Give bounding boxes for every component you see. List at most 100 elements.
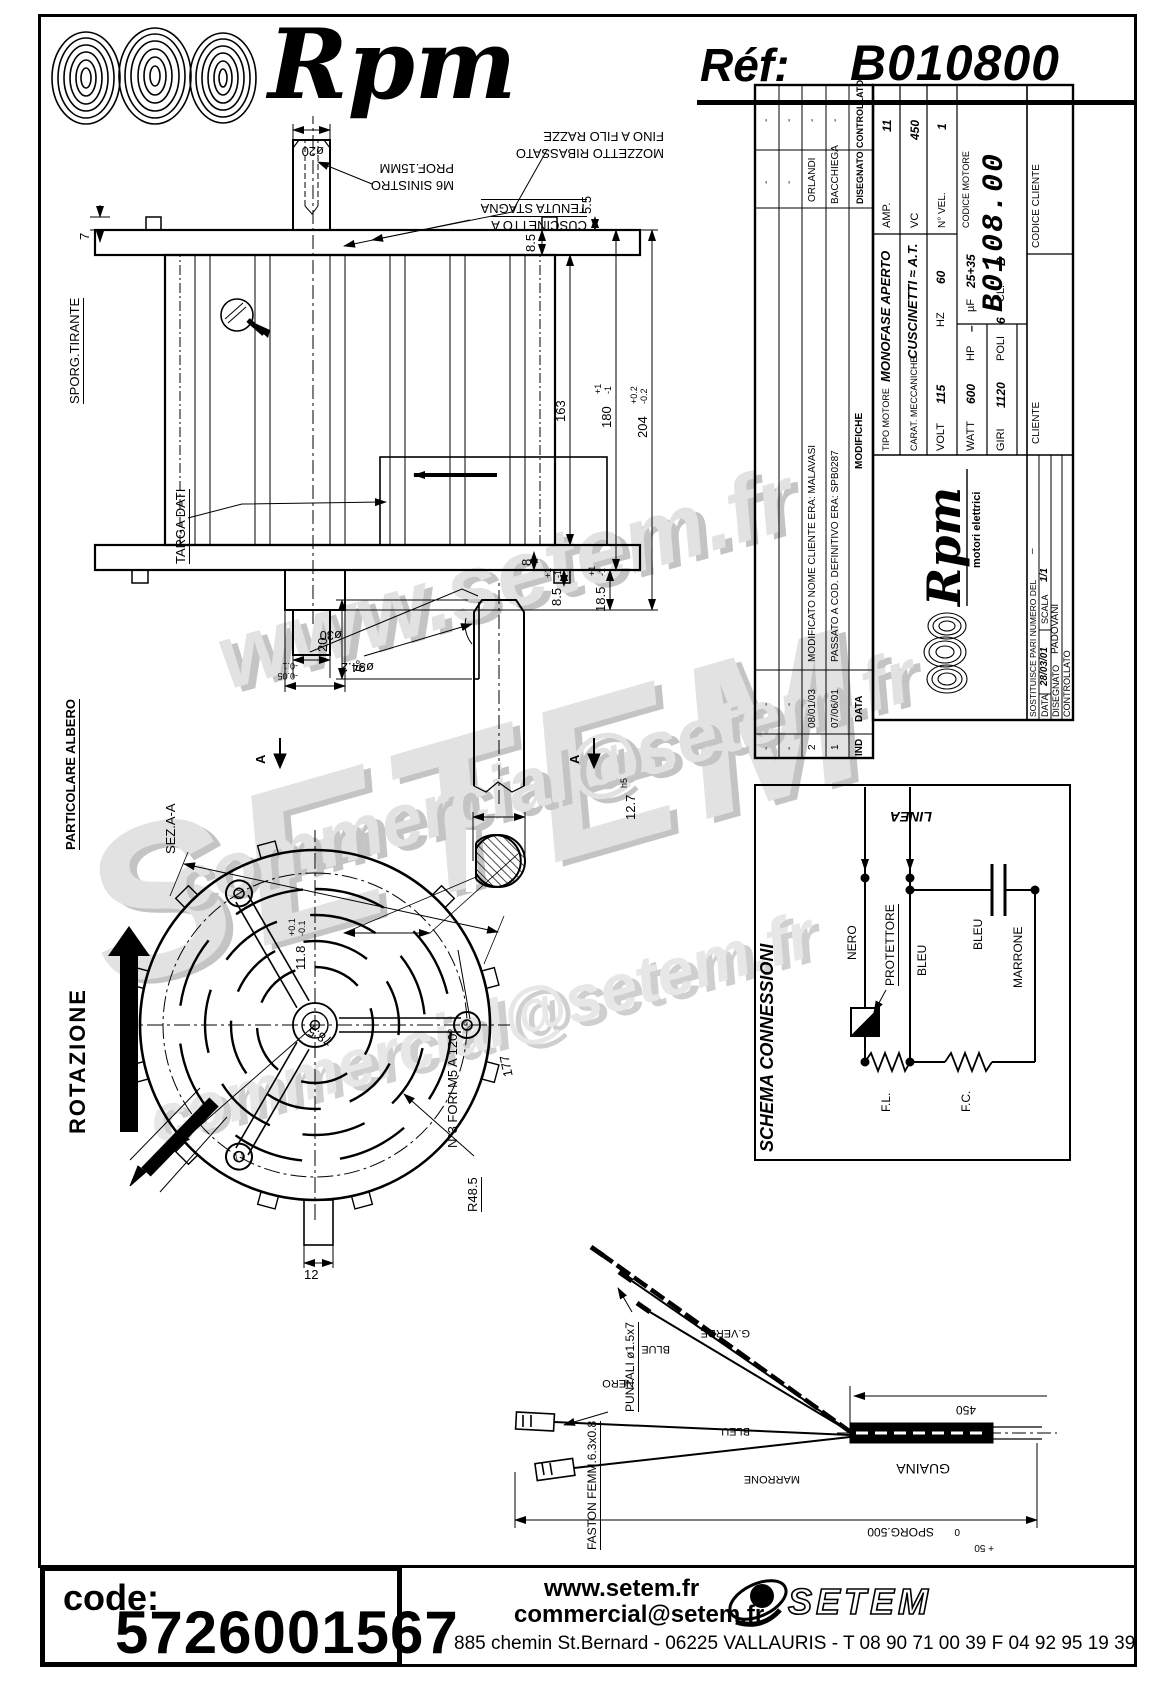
tb-cliente: CLIENTE xyxy=(1031,401,1042,444)
dim-127-tol: h5 xyxy=(619,777,629,788)
dim-118: 11.8 xyxy=(293,945,308,970)
dim-flat-20: 20 xyxy=(315,637,330,652)
label-mozzetto-2: FINO A FILO RAZZE xyxy=(543,129,664,144)
tb-amp-value: 11 xyxy=(880,119,894,132)
dim-185-tol-minus: -1 xyxy=(597,567,607,576)
label-faston: FASTON FEMM.6.3x0.8 xyxy=(585,1420,601,1550)
footer-email: commercial@setem.fr xyxy=(514,1601,765,1628)
dim-8: 8 xyxy=(519,558,534,566)
tb-watt-label: WATT xyxy=(965,421,977,451)
dim-180-tol-minus: -1 xyxy=(603,385,613,394)
rev-empty-data-2: - xyxy=(784,702,795,706)
label-bleu-1: BLEU xyxy=(915,944,929,976)
wire-label-nero: NERO xyxy=(602,1377,634,1389)
title-particolare-albero: PARTICOLARE ALBERO xyxy=(63,699,80,850)
rev-header-ind: IND xyxy=(854,738,865,756)
tb-tipo-value: MONOFASE APERTO xyxy=(878,250,893,382)
label-protettore: PROTETTORE xyxy=(883,904,899,986)
tb-carat-value: CUSCINETTI ≈ A.T. xyxy=(905,243,920,359)
rev-header-data: DATA xyxy=(854,695,865,722)
rpm-header-logo xyxy=(48,26,468,136)
rpm-wordmark: Rpm xyxy=(268,8,517,121)
code-value: 5726001567 xyxy=(115,1599,459,1666)
dim-85b-tol-minus: -1 xyxy=(553,569,563,578)
dim-d342-tol-b: -0.1 xyxy=(282,661,298,671)
tb-poli-value: 6 xyxy=(994,317,1008,324)
tb-cod-cliente: CODICE CLIENTE xyxy=(1031,164,1042,248)
label-m6-2: PROF.15MM xyxy=(379,161,454,176)
tb-scala-value: 1/1 xyxy=(1039,568,1050,582)
connection-schema xyxy=(754,784,1071,1161)
dim-85b: 8.5 xyxy=(549,587,564,606)
tb-rpm-logo-text: Rpm xyxy=(917,486,971,606)
cable-harness-view xyxy=(514,1244,1057,1528)
dim-r485: R48.5 xyxy=(465,1177,482,1212)
rev-empty-ind-2: - xyxy=(784,746,795,750)
rev-empty-con-2: - xyxy=(784,118,795,122)
tb-vc-value: 450 xyxy=(908,119,922,140)
tb-hz-value: 60 xyxy=(934,270,948,284)
dim-shaft-d20: ø20 xyxy=(301,144,324,159)
title-schema-connessioni: SCHEMA CONNESSIONI xyxy=(757,943,777,1152)
tb-hp-label: HP xyxy=(965,345,977,361)
label-linea: LINEA xyxy=(890,809,932,825)
tb-watt-value: 600 xyxy=(964,383,978,404)
label-rotazione: ROTAZIONE xyxy=(65,988,90,1134)
dim-sporg-7: 7 xyxy=(77,232,92,240)
rev-row2-date: 08/01/03 xyxy=(807,689,818,728)
dim-163: 163 xyxy=(553,400,568,422)
dim-180: 180 xyxy=(599,406,614,428)
label-fc: F.C. xyxy=(959,1090,973,1112)
rev-row2-sig: ORLANDI xyxy=(807,157,818,202)
title-block-grid xyxy=(753,83,1075,760)
label-nero-schema: NERO xyxy=(845,925,859,960)
rev-row1-chk: - xyxy=(830,118,841,122)
drawing-linework xyxy=(90,83,1075,1528)
tb-nvel-label: N° VEL. xyxy=(937,192,948,228)
ref-value: B010800 xyxy=(850,35,1060,91)
tb-tipo-label: TIPO MOTORE xyxy=(881,388,891,451)
tb-controllato-label: CONTROLLATO xyxy=(1062,650,1072,717)
tb-disegnato-label: DISEGNATO xyxy=(1051,664,1061,717)
dim-204-tol-minus: -0.2 xyxy=(639,388,649,404)
label-targa-dati: TARGA DATI xyxy=(173,488,190,564)
tb-nvel-value: 1 xyxy=(935,123,949,130)
dim-55: 5.5 xyxy=(579,195,594,214)
setem-logo-icon: SETEM xyxy=(728,1579,932,1627)
dim-118-tol-minus: -0.1 xyxy=(297,920,307,936)
setem-logo-text: SETEM xyxy=(788,1581,932,1622)
tb-data-value: 28/03/01 xyxy=(1039,647,1050,686)
label-sez-aa: SEZ.A-A xyxy=(163,803,178,854)
code-label: code: xyxy=(63,1577,160,1618)
label-fori-m5: N°3 FORI M5 A 120° xyxy=(445,1028,460,1148)
rev-empty-dis-1: - xyxy=(761,180,772,184)
tb-amp-label: AMP. xyxy=(881,202,893,228)
tb-vc-label: VC xyxy=(909,212,921,228)
label-bleu-2: BLEU xyxy=(971,918,985,950)
label-puntali: PUNTALI ø1.5x7 xyxy=(623,1322,639,1412)
dim-d342-tol-a: -0.05 xyxy=(277,671,298,681)
rev-header-dis: DISEGNATO xyxy=(855,151,865,204)
footer-address: 885 chemin St.Bernard - 06225 VALLAURIS … xyxy=(454,1633,1136,1654)
dim-sporg500-tol0: 0 xyxy=(954,1526,960,1537)
tb-sostituisce: SOSTITUISCE PARI NUMERO DEL xyxy=(1028,579,1038,717)
tb-sostituisce-value: – xyxy=(1027,548,1038,554)
rev-row1-sig: BACCHIEGA xyxy=(830,145,841,204)
dim-450: 450 xyxy=(955,1403,976,1417)
dim-sporg500-tol50: + 50 xyxy=(974,1542,994,1553)
tb-uf-value: 25+35 xyxy=(964,254,978,288)
wire-label-gverde: G.VERDE xyxy=(700,1327,750,1339)
rpm-coil-icon xyxy=(51,27,257,125)
wire-label-marrone: MARRONE xyxy=(743,1473,800,1485)
tb-carat-label: CARAT. MECCANICHE xyxy=(909,356,919,451)
fan-front-view xyxy=(120,830,510,1268)
dim-sporg500: SPORG.500 xyxy=(867,1525,934,1539)
rev-empty-data-1: - xyxy=(761,702,772,706)
tb-volt-label: VOLT xyxy=(935,423,947,451)
label-guaina: GUAINA xyxy=(896,1461,950,1477)
rotation-arrow-head xyxy=(108,926,150,956)
tb-rpm-logo-sub: motori elettrici xyxy=(971,491,983,568)
tb-codmot-value: B0108.00 xyxy=(978,151,1012,312)
rev-row2-ind: 2 xyxy=(807,744,818,750)
